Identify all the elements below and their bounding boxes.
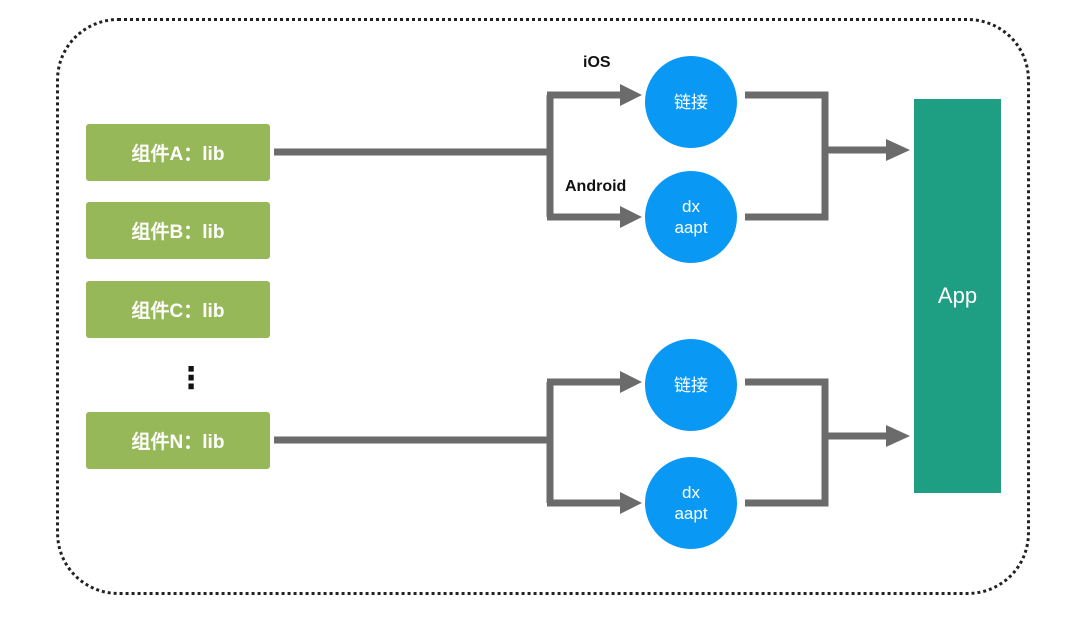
arrowhead [620, 206, 642, 228]
component-a-box: 组件A：lib [86, 124, 270, 181]
connector-bottom-out [745, 378, 829, 507]
arrowhead [620, 84, 642, 106]
component-c-label: 组件C：lib [131, 301, 225, 322]
bottom-dx-label-2: aapt [674, 504, 708, 523]
component-n-box: 组件N：lib [86, 412, 270, 469]
bottom-link-node: 链接 [645, 339, 737, 431]
connector-top-link-out [745, 91, 829, 221]
arrowhead [886, 139, 910, 161]
bottom-dx-node: dx aapt [645, 457, 737, 549]
arrowhead [620, 371, 642, 393]
top-link-node: 链接 [645, 56, 737, 148]
top-dx-label-2: aapt [674, 218, 708, 237]
platform-android-label: Android [565, 178, 627, 195]
ellipsis: ⋮ [176, 362, 206, 395]
component-c-box: 组件C：lib [86, 281, 270, 338]
app-box: App [914, 99, 1001, 493]
top-dx-node: dx aapt [645, 171, 737, 263]
top-link-label: 链接 [674, 92, 708, 112]
top-dx-label-1: dx [682, 197, 700, 216]
app-label: App [937, 283, 978, 308]
arrowhead [620, 492, 642, 514]
platform-ios-label: iOS [583, 54, 611, 71]
component-b-label: 组件B：lib [131, 222, 225, 243]
component-n-label: 组件N：lib [131, 432, 225, 453]
arrowhead [886, 425, 910, 447]
dotted-boundary [56, 18, 1030, 595]
component-a-label: 组件A：lib [131, 144, 225, 165]
bottom-dx-label-1: dx [682, 483, 700, 502]
component-b-box: 组件B：lib [86, 202, 270, 259]
bottom-link-label: 链接 [674, 375, 708, 395]
